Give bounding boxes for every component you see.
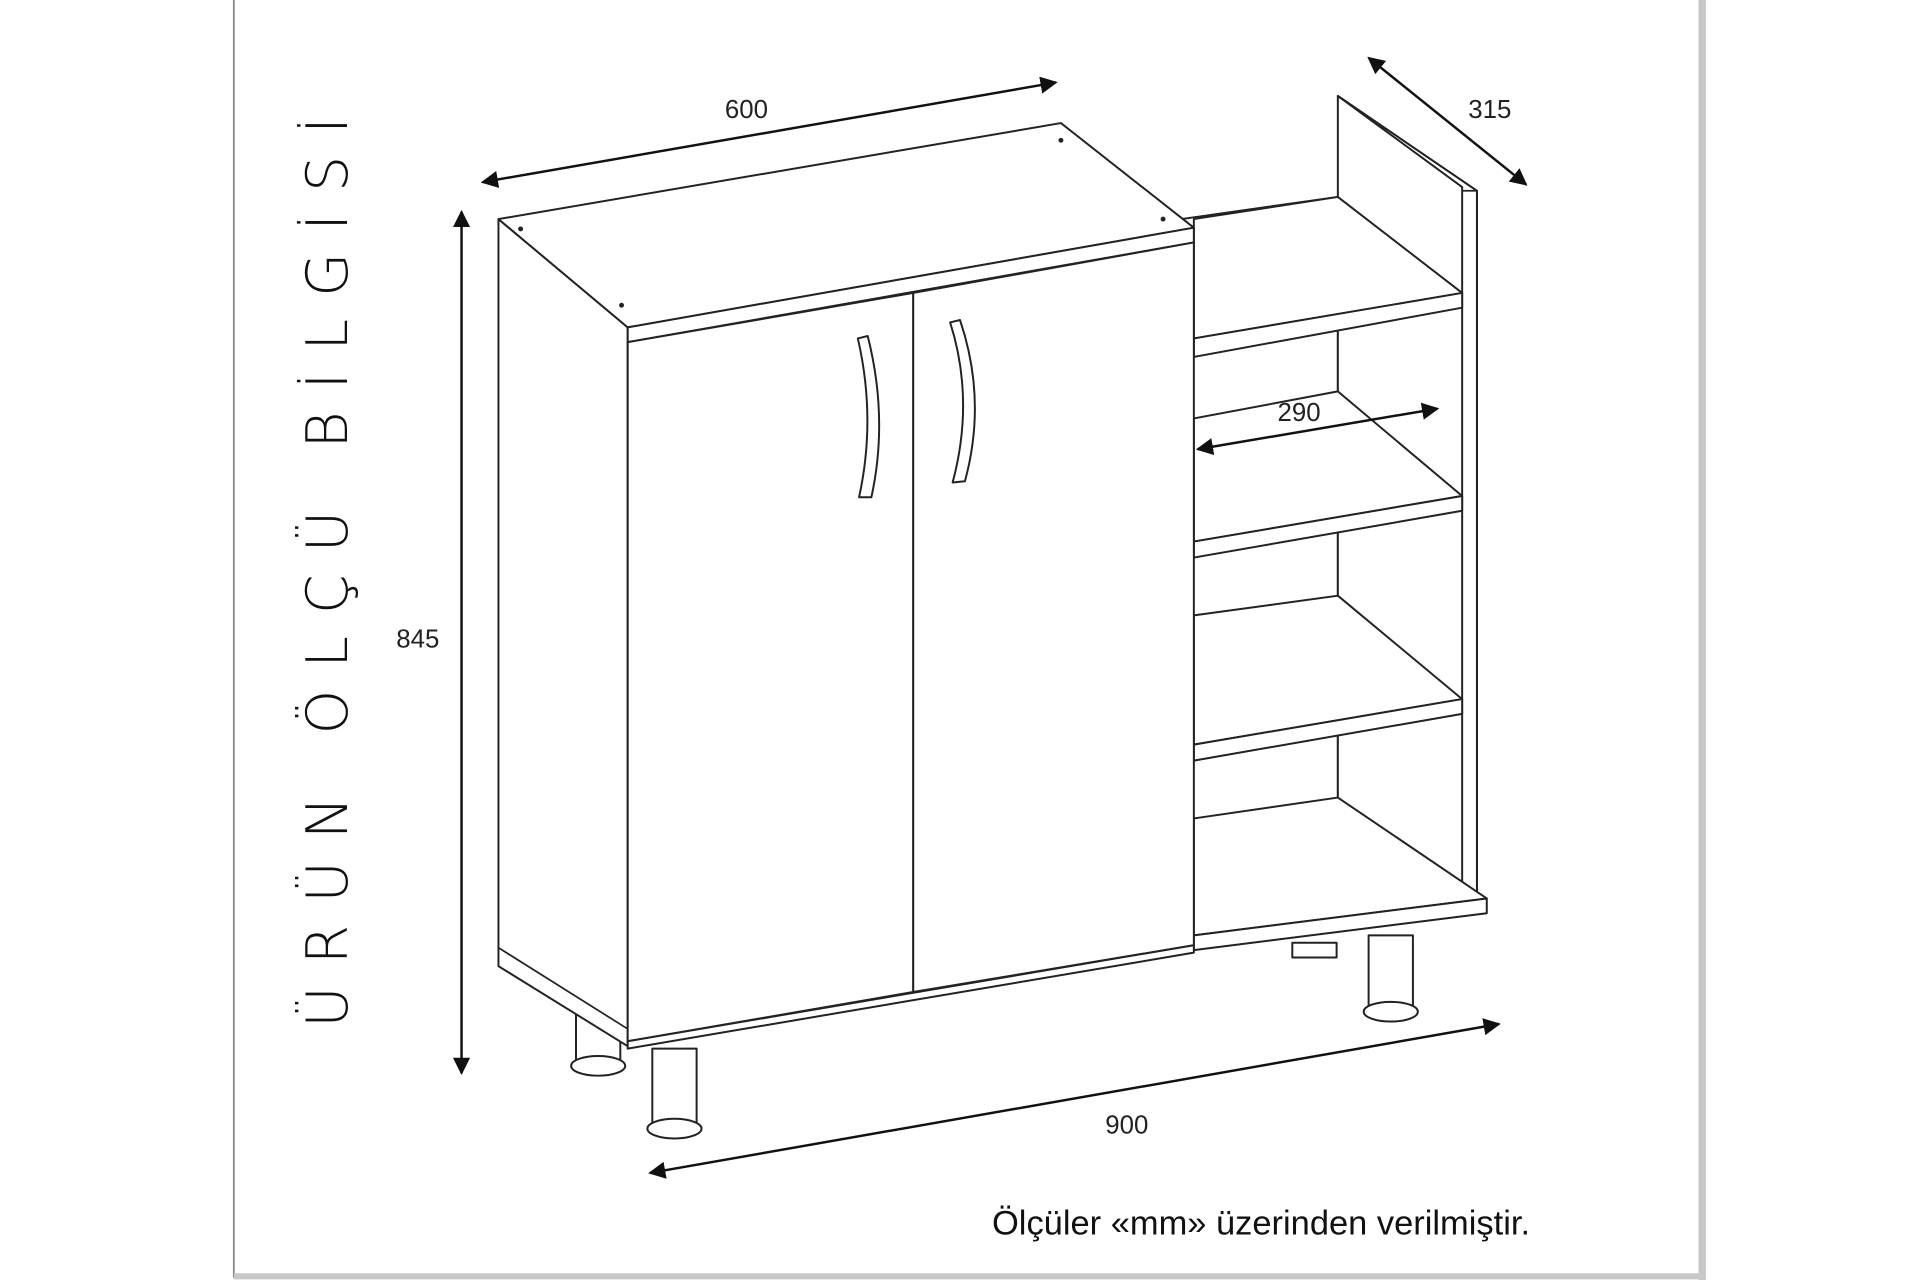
door-handle-left: [856, 335, 881, 499]
door-handle-right: [949, 319, 976, 484]
dimension-height: 845: [396, 625, 439, 653]
dimension-shelf-width: 290: [1278, 399, 1321, 427]
dimension-depth: 315: [1468, 96, 1511, 124]
dimension-total-width: 900: [1105, 1112, 1148, 1140]
diagram-title: ÜRÜN ÖLÇÜ BİLGİSİ: [294, 95, 361, 1028]
footer-note: Ölçüler «mm» üzerinden verilmiştir.: [992, 1204, 1530, 1242]
dimension-width-top: 600: [725, 96, 768, 124]
dimension-lines: [452, 56, 1528, 1179]
cabinet-door-right: [912, 241, 1195, 993]
open-shelf-unit: [1180, 95, 1488, 952]
two-door-cabinet: [497, 122, 1195, 1050]
page-frame: [232, 0, 1706, 1280]
